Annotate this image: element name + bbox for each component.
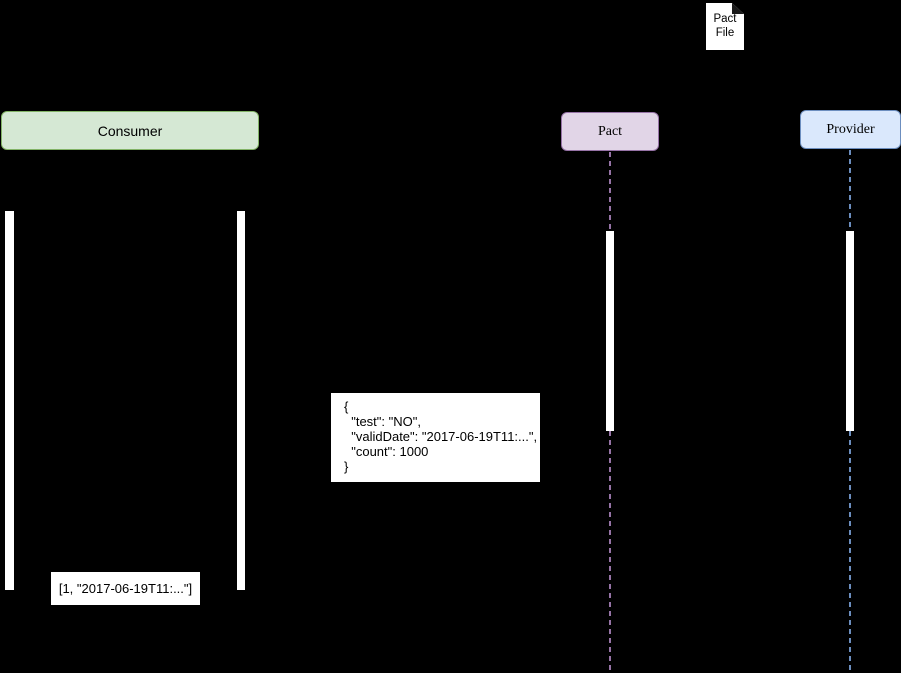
activation-bar-pact <box>606 231 614 431</box>
lifeline-provider-upper <box>849 150 851 231</box>
message-response-payload: { "test": "NO", "validDate": "2017-06-19… <box>331 393 540 482</box>
actor-pact: Pact <box>561 112 659 151</box>
pact-file-fold-corner-icon <box>732 3 744 14</box>
actor-provider-label: Provider <box>826 121 875 137</box>
actor-pact-label: Pact <box>597 123 623 139</box>
lifeline-provider-lower <box>849 431 851 673</box>
pact-file-label: Pact File <box>713 13 737 39</box>
actor-consumer: Consumer <box>1 111 259 150</box>
activation-bar-consumer-right <box>237 211 245 590</box>
activation-bar-consumer-left <box>5 211 14 590</box>
lifeline-pact-lower <box>609 431 611 673</box>
lifeline-pact-upper <box>609 152 611 231</box>
actor-provider: Provider <box>800 110 901 149</box>
actor-consumer-label: Consumer <box>97 122 163 139</box>
message-matcher-note: [1, "2017-06-19T11:..."] <box>51 572 200 605</box>
activation-bar-provider <box>846 231 854 431</box>
